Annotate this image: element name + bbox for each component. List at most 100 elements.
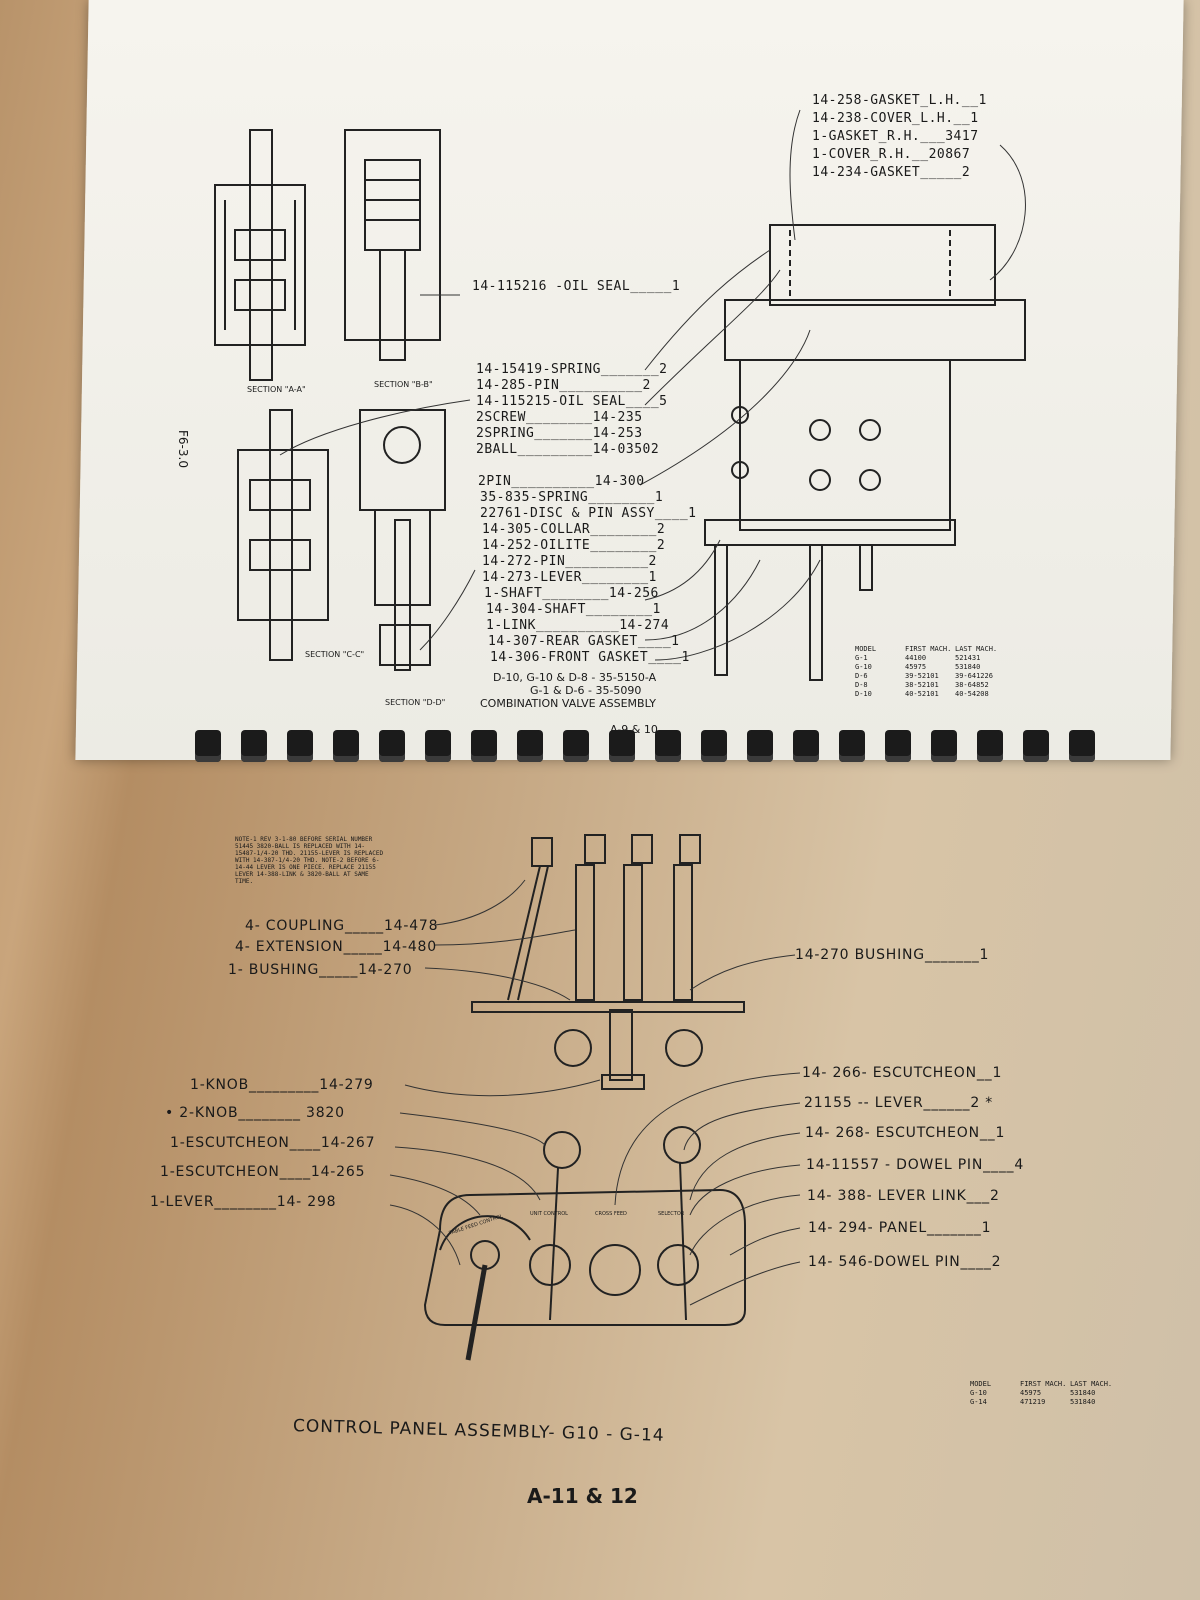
section-dd-label: SECTION "D-D" [385, 698, 446, 707]
part-label: 14- 546-DOWEL PIN____2 [808, 1254, 1002, 1270]
part-label: 4- COUPLING_____14-478 [245, 918, 439, 934]
table-cell: G-1 [855, 654, 868, 662]
table-cell: 531840 [1070, 1389, 1096, 1397]
table-header: MODEL [970, 1380, 992, 1388]
bottom-page-ref: A-11 & 12 [527, 1484, 638, 1508]
table-header: LAST MACH. [1070, 1380, 1113, 1388]
part-label: 2SPRING_______14-253 [476, 426, 643, 441]
control-panel-drawing [423, 1126, 746, 1361]
binder-ring [885, 730, 911, 762]
part-label: 35-835-SPRING________1 [480, 490, 664, 505]
part-label: 14- 268- ESCUTCHEON__1 [805, 1125, 1006, 1141]
binder-ring [1023, 730, 1049, 762]
table-cell: 521431 [955, 654, 981, 662]
binder-ring [287, 730, 313, 762]
table-header: MODEL [855, 645, 877, 653]
part-label: 2SCREW________14-235 [476, 410, 643, 425]
binder-ring [195, 730, 221, 762]
part-label: 1-LEVER________14- 298 [150, 1194, 337, 1210]
part-label: 14-115216 -OIL SEAL_____1 [472, 279, 681, 294]
part-label: 14- 266- ESCUTCHEON__1 [802, 1065, 1003, 1081]
binder-ring [333, 730, 359, 762]
part-label: 1-SHAFT________14-256 [484, 586, 659, 601]
part-label: 14-285-PIN__________2 [476, 378, 651, 393]
part-label: 1- BUSHING_____14-270 [228, 962, 413, 978]
part-label: 14-258-GASKET_L.H.__1 [812, 93, 987, 108]
table-cell: 39-641226 [955, 672, 993, 680]
part-label: 14-252-OILITE________2 [482, 538, 666, 553]
binder-ring [839, 730, 865, 762]
part-label: 14-306-FRONT GASKET____1 [490, 650, 690, 665]
part-label: 14-304-SHAFT________1 [486, 602, 661, 617]
binder-ring [425, 730, 451, 762]
panel-button-label: CROSS FEED [595, 1211, 627, 1217]
section-cc-drawing [237, 409, 329, 661]
part-label: 14- 388- LEVER LINK___2 [807, 1188, 1000, 1204]
part-label: 14-15419-SPRING_______2 [476, 362, 668, 377]
part-label: 22761-DISC & PIN ASSY____1 [480, 506, 697, 521]
part-label: 14-11557 - DOWEL PIN____4 [806, 1157, 1025, 1173]
binder-ring [747, 730, 773, 762]
combination-valve-drawing [704, 224, 1026, 681]
binder-ring [517, 730, 543, 762]
table-cell: 45975 [1020, 1389, 1042, 1397]
part-label: 14-273-LEVER________1 [482, 570, 657, 585]
table-cell: 531840 [955, 663, 981, 671]
table-cell: 45975 [905, 663, 927, 671]
spiral-binding [195, 730, 1095, 770]
table-cell: 531840 [1070, 1398, 1096, 1406]
part-label: • 2-KNOB________ 3820 [165, 1105, 345, 1121]
table-cell: 40-52101 [905, 690, 939, 698]
section-dd-drawing [359, 409, 446, 671]
table-cell: G-14 [970, 1398, 987, 1406]
part-label: 14-234-GASKET_____2 [812, 165, 971, 180]
table-cell: D-6 [855, 672, 868, 680]
section-cc-label: SECTION "C-C" [305, 650, 365, 659]
table-cell: 40-54208 [955, 690, 989, 698]
assembly-title-top: COMBINATION VALVE ASSEMBLY [480, 697, 656, 710]
binder-ring [977, 730, 1003, 762]
binder-ring [241, 730, 267, 762]
part-label: 1-ESCUTCHEON____14-267 [170, 1135, 376, 1151]
revision-notes: NOTE-1 REV 3-1-80 BEFORE SERIAL NUMBER 5… [235, 836, 384, 885]
section-bb-label: SECTION "B-B" [374, 380, 433, 389]
table-header: LAST MACH. [955, 645, 998, 653]
part-label: 2BALL_________14-03502 [476, 442, 660, 457]
binder-ring [471, 730, 497, 762]
table-cell: 38-64852 [955, 681, 989, 689]
part-label: 1-GASKET_R.H.___3417 [812, 129, 979, 144]
assembly-line: G-1 & D-6 - 35-5090 [530, 684, 642, 697]
part-label: 14-307-REAR GASKET____1 [488, 634, 680, 649]
table-cell: D-10 [855, 690, 872, 698]
part-label: 4- EXTENSION_____14-480 [235, 939, 437, 955]
table-header: FIRST MACH. [1020, 1380, 1067, 1388]
binder-ring [793, 730, 819, 762]
section-aa-label: SECTION "A-A" [247, 385, 306, 394]
table-cell: 39-52101 [905, 672, 939, 680]
table-cell: G-10 [855, 663, 872, 671]
part-label: 14- 294- PANEL_______1 [808, 1220, 992, 1236]
part-label: 14-270 BUSHING_______1 [795, 947, 990, 963]
binder-ring [655, 730, 681, 762]
table-header: FIRST MACH. [905, 645, 952, 653]
binder-ring [379, 730, 405, 762]
part-label: 14-115215-OIL SEAL____5 [476, 394, 668, 409]
control-lever-drawing [471, 834, 745, 1090]
table-cell: D-8 [855, 681, 868, 689]
binder-ring [563, 730, 589, 762]
binder-ring [609, 730, 635, 762]
part-label: 1-KNOB_________14-279 [190, 1077, 374, 1093]
table-cell: 38-52101 [905, 681, 939, 689]
panel-button-label: UNIT CONTROL [530, 1211, 568, 1217]
leader-lines-top [279, 109, 1026, 661]
part-label: 14-272-PIN__________2 [482, 554, 657, 569]
panel-button-label: SELECTOR [658, 1211, 685, 1217]
part-label: 1-ESCUTCHEON____14-265 [160, 1164, 366, 1180]
binder-ring [701, 730, 727, 762]
part-label: 14-305-COLLAR________2 [482, 522, 666, 537]
binder-ring [931, 730, 957, 762]
part-label: 2PIN__________14-300 [478, 474, 645, 489]
